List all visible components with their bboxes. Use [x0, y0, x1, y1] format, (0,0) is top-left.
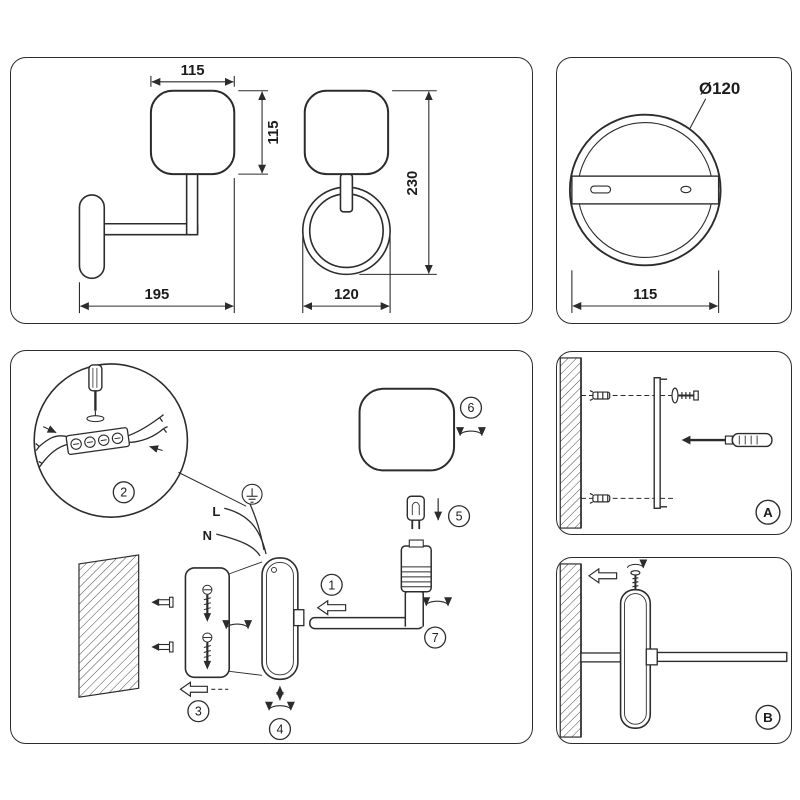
terminal-block	[65, 427, 130, 456]
step-5-badge	[447, 505, 471, 528]
top-view-bracket-slot	[590, 185, 612, 194]
dim-front-height	[359, 90, 437, 275]
mounting-bracket	[184, 567, 231, 679]
step-b-drawing: B	[559, 559, 788, 738]
diameter-label: Ø120	[699, 79, 740, 98]
arm-rotate-arrow	[422, 597, 453, 607]
supply-wires	[216, 503, 267, 557]
dim-front-height-label: 230	[405, 171, 421, 196]
detail-leader-line	[178, 471, 247, 507]
side-view-lamp	[78, 89, 236, 280]
step-a-panel: A	[556, 351, 792, 535]
step-7-label: 7	[432, 631, 439, 645]
bracket-screw-bottom	[202, 632, 213, 670]
shade-rotate-arrow	[456, 427, 486, 437]
g9-bulb-icon	[406, 495, 425, 530]
slide-left-arrow	[587, 567, 618, 584]
view-a-badge	[755, 499, 781, 525]
side-shade	[149, 89, 236, 176]
wall-anchor-top	[589, 390, 611, 401]
step-2-label: 2	[120, 486, 127, 500]
bracket-screw-top	[202, 584, 213, 622]
wiring-detail-circle: 2	[33, 363, 189, 518]
arm-socket	[293, 609, 305, 627]
dim-side-shade-height-label: 115	[266, 120, 282, 144]
step-4-label: 4	[276, 723, 283, 737]
wire-insert-arrow-left	[42, 425, 57, 434]
dim-side-shade-width-label: 115	[181, 63, 205, 79]
wall-hatch	[559, 357, 582, 529]
front-view-lamp	[301, 89, 391, 276]
terminal-wires	[35, 414, 168, 468]
ground-symbol-icon	[241, 483, 263, 505]
washer-icon	[86, 415, 105, 423]
lamp-arm	[656, 651, 788, 663]
top-screw	[627, 559, 648, 590]
wall-stub	[580, 652, 622, 663]
step-1-badge	[320, 573, 343, 596]
dim-top-width	[571, 270, 720, 313]
dim-side-shade-height	[238, 90, 269, 175]
top-view-bracket-hole	[680, 185, 692, 194]
installation-drawing: 2 L N	[33, 363, 486, 741]
step-6-badge	[459, 396, 483, 419]
dim-side-depth	[78, 178, 235, 314]
front-stem	[339, 173, 354, 213]
step-a-drawing: A	[559, 357, 781, 529]
wall-anchor-bottom	[589, 492, 611, 504]
top-view-lamp	[568, 113, 722, 267]
arm-socket	[645, 648, 658, 666]
wall-plug-top	[151, 596, 174, 608]
step-b-panel: B	[556, 557, 792, 744]
view-b-badge	[755, 704, 781, 730]
lamp-shade	[358, 387, 456, 472]
step-1-arrow	[316, 599, 347, 616]
wire-insert-arrow-right	[149, 445, 163, 453]
dimension-views-drawing: 115 115 195	[78, 63, 437, 314]
wall-hatch	[78, 554, 140, 698]
side-arm	[98, 222, 199, 236]
view-b-label: B	[763, 710, 773, 725]
step-2-badge	[112, 481, 135, 504]
step-1-label: 1	[328, 578, 335, 592]
wire-live-label: L	[212, 504, 220, 519]
step-4-badge	[268, 717, 292, 741]
step-7-badge	[424, 626, 447, 649]
bracket-rotate-arrow	[222, 620, 253, 630]
wire-neutral-label: N	[203, 528, 212, 543]
screwdriver-icon	[88, 364, 103, 416]
screw-with-washer	[671, 387, 699, 404]
projection-line-top	[229, 561, 263, 575]
step-3-badge	[187, 700, 210, 723]
dimension-views-panel: 115 115 195	[10, 57, 533, 324]
top-view-drawing: Ø120 115	[568, 79, 740, 313]
top-view-bracket	[571, 175, 720, 205]
installation-panel: 2 L N	[10, 350, 533, 744]
dim-front-width-label: 120	[334, 287, 359, 303]
side-wall-plate	[78, 194, 106, 280]
dim-front-width	[302, 236, 391, 314]
dim-side-shade-width	[150, 75, 235, 87]
wall-hatch	[559, 563, 582, 738]
dim-side-depth-label: 195	[144, 287, 169, 303]
step-6-label: 6	[468, 401, 475, 415]
projection-line-bottom	[229, 670, 263, 676]
lamp-arm	[309, 539, 432, 630]
step-5-label: 5	[456, 510, 463, 524]
view-a-label: A	[763, 505, 773, 520]
wall-plug-bottom	[151, 641, 174, 653]
plate-rotate-arrow	[265, 701, 295, 711]
screwdriver-icon	[681, 432, 773, 448]
bracket-edge-view	[653, 377, 668, 509]
dim-top-width-label: 115	[633, 287, 657, 303]
front-shade	[303, 89, 390, 176]
bulb-socket	[400, 539, 432, 593]
step-3-arrow	[179, 681, 208, 698]
diameter-leader-line	[689, 98, 707, 129]
back-plate	[261, 557, 305, 681]
step-3-label: 3	[195, 705, 202, 719]
side-stem	[185, 168, 199, 236]
top-view-panel: Ø120 115	[556, 57, 792, 324]
